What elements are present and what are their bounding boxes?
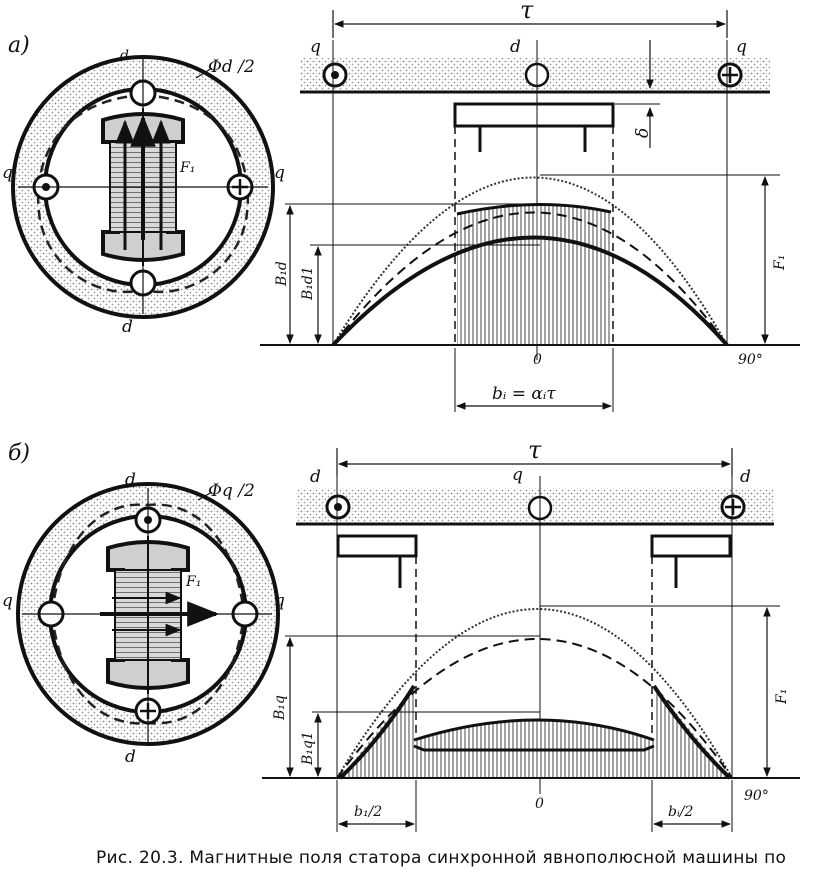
panel-b-label: б): [8, 441, 30, 466]
ring-b-bottom-label: d: [125, 747, 136, 767]
ring-b-flux-label: Φq /2: [208, 481, 255, 501]
ring-a-left-label: q: [2, 163, 13, 183]
top-b-left-label: d: [310, 467, 321, 487]
tau-b-label: τ: [528, 436, 542, 464]
ring-a-bottom-label: d: [122, 317, 133, 337]
delta-label: δ: [633, 128, 653, 138]
ring-a-top-label: d: [120, 48, 129, 64]
panel-a-label: а): [8, 33, 30, 58]
top-b-right-label: d: [740, 467, 751, 487]
f1-a-label: F₁: [772, 255, 788, 271]
ring-b-top-label: d: [125, 470, 136, 490]
b1d-label: B₁d: [274, 261, 290, 287]
machine-cross-section-b: d d q q Φq /2 F₁: [2, 470, 285, 767]
ring-b-right-label: q: [274, 591, 285, 611]
ring-a-f1-label: F₁: [179, 160, 195, 176]
top-a-right-label: q: [736, 37, 747, 57]
ring-b-f1-label: F₁: [185, 574, 201, 590]
ring-b-left-label: q: [2, 591, 13, 611]
panel-a: а): [2, 0, 800, 412]
deg90-b-label: 90°: [744, 788, 769, 804]
f1-b-label: F₁: [774, 689, 790, 705]
top-a-mid-label: d: [510, 37, 521, 57]
ring-a-right-label: q: [274, 163, 285, 183]
b1-half-label: b₁/2: [354, 804, 382, 820]
b1q1-label: B₁q1: [300, 731, 316, 766]
deg90-a-label: 90°: [738, 352, 763, 368]
machine-cross-section-a: d d q q Φd /2 F₁: [2, 48, 285, 337]
top-a-left-label: q: [310, 37, 321, 57]
ring-a-flux-label: Φd /2: [208, 57, 255, 77]
panel-b: б) d: [2, 436, 800, 832]
b1d1-label: B₁d1: [300, 266, 316, 301]
zero-a-label: 0: [533, 352, 542, 368]
b1q-label: B₁q: [272, 695, 288, 721]
field-distribution-b: τ d q d: [262, 436, 800, 832]
top-b-mid-label: q: [512, 465, 523, 485]
bi-half-label: bᵢ/2: [668, 804, 693, 820]
bi-eq-label: bᵢ = αᵢτ: [492, 384, 556, 404]
tau-a-label: τ: [520, 0, 534, 24]
figure-caption: Рис. 20.3. Магнитные поля статора синхро…: [96, 848, 787, 868]
zero-b-label: 0: [535, 796, 544, 812]
field-distribution-a: τ q d q δ: [260, 0, 800, 412]
